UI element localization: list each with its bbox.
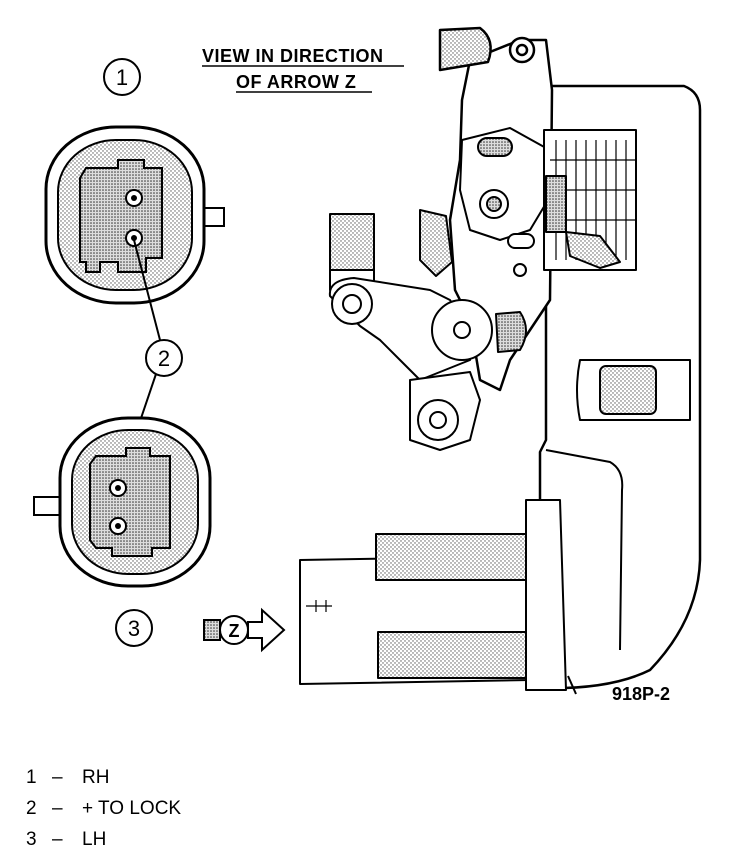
legend-item-to-lock: 2 – + TO LOCK	[26, 793, 426, 824]
callout-1: 1	[103, 58, 141, 96]
legend-dash: –	[52, 829, 63, 850]
arrow-z-label: Z	[229, 621, 240, 641]
legend-number: 3	[26, 829, 37, 850]
legend: 1 – RH 2 – + TO LOCK 3 – LH	[26, 762, 426, 855]
title-line-1: VIEW IN DIRECTION	[202, 46, 384, 66]
legend-item-rh: 1 – RH	[26, 762, 426, 793]
legend-text: LH	[82, 829, 107, 850]
door-lock-actuator-diagram: VIEW IN DIRECTION OF ARROW Z 1 2	[33, 26, 702, 704]
view-title: VIEW IN DIRECTION OF ARROW Z	[202, 46, 404, 93]
legend-dash: –	[52, 798, 63, 819]
legend-item-lh: 3 – LH	[26, 824, 426, 855]
title-line-2: OF ARROW Z	[236, 72, 356, 92]
lock-actuator-assembly	[299, 26, 702, 695]
callout-2-number: 2	[158, 346, 170, 371]
figure-code: 918P-2	[612, 684, 670, 704]
callout-3: 3	[115, 609, 153, 647]
legend-text: RH	[82, 767, 110, 788]
legend-dash: –	[52, 767, 63, 788]
connector-lh	[33, 416, 212, 588]
connector-rh	[44, 125, 225, 305]
callout-1-number: 1	[116, 65, 128, 90]
arrow-z: Z	[203, 607, 286, 653]
callout-3-number: 3	[128, 616, 140, 641]
legend-text: + TO LOCK	[82, 798, 182, 819]
legend-number: 2	[26, 798, 37, 819]
legend-number: 1	[26, 767, 37, 788]
